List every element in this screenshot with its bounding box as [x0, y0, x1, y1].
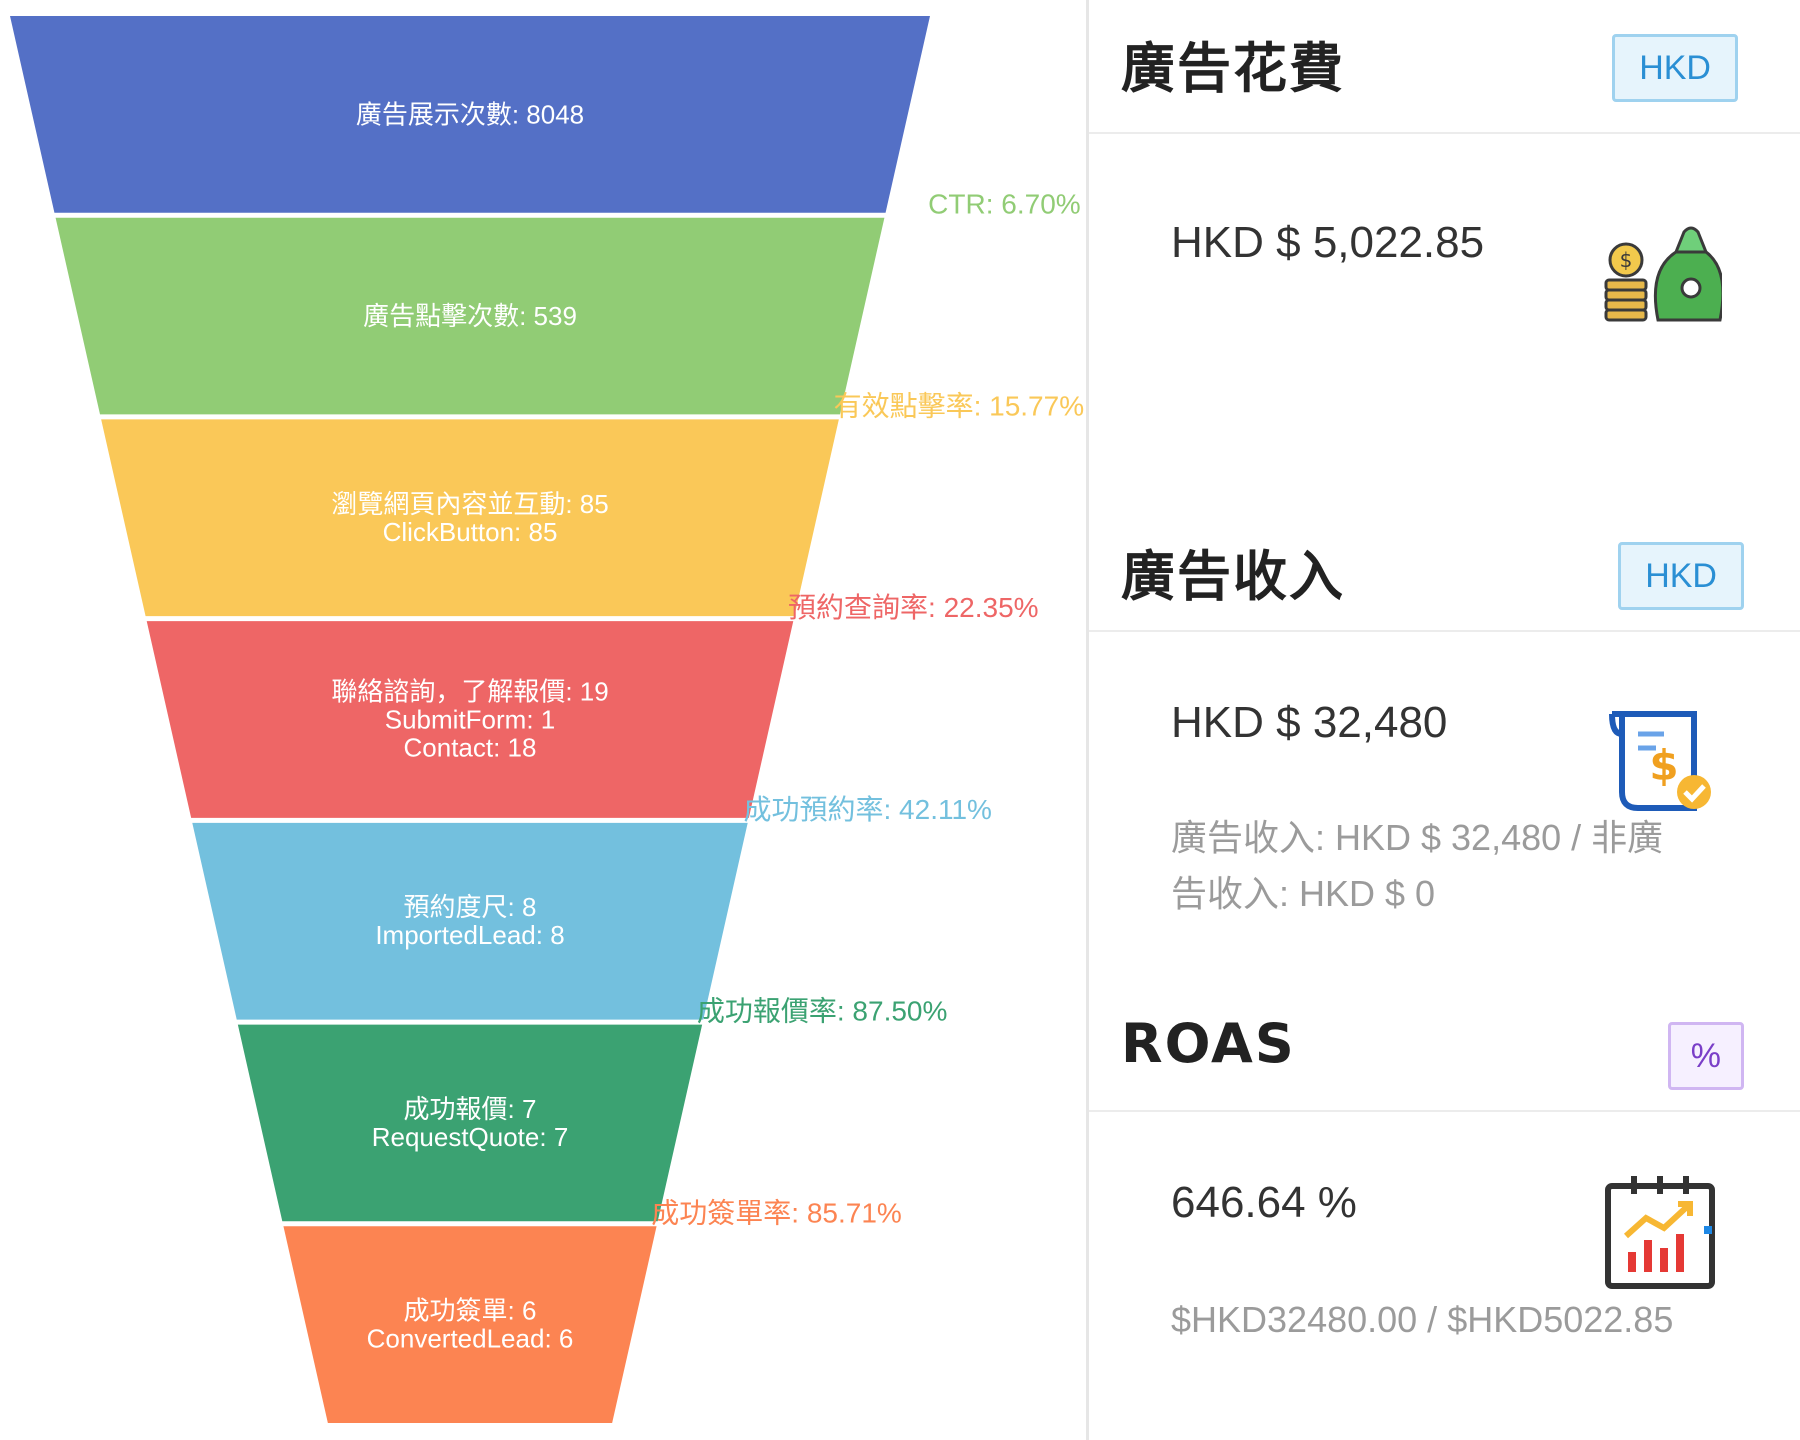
funnel-stage-1-label-1: 廣告展示次數: 8048: [356, 99, 584, 129]
calendar-chart-icon: [1598, 1170, 1722, 1294]
roas-title: ROAS: [1121, 1012, 1296, 1075]
funnel-stage-4-label-2: SubmitForm: 1: [385, 705, 556, 735]
svg-text:$: $: [1649, 741, 1678, 790]
ad-revenue-panel: 廣告收入 HKD HKD $ 32,480 廣告收入: HKD $ 32,480…: [1089, 480, 1800, 960]
ad-spend-header: 廣告花費 HKD: [1089, 0, 1800, 134]
funnel-rate-3: 預約查詢率: 22.35%: [788, 592, 1039, 623]
roas-detail: $HKD32480.00 / $HKD5022.85: [1171, 1299, 1674, 1340]
ad-spend-currency-badge: HKD: [1612, 34, 1738, 102]
funnel-chart: 廣告展示次數: 8048 廣告點擊次數: 539 瀏覽網頁內容並互動: 85Clic…: [10, 16, 1085, 1423]
ad-revenue-header: 廣告收入 HKD: [1089, 510, 1800, 632]
ad-revenue-value: HKD $ 32,480: [1171, 698, 1448, 747]
ad-spend-panel: 廣告花費 HKD HKD $ 5,022.85 $: [1089, 0, 1800, 480]
funnel-rate-2: 有效點擊率: 15.77%: [834, 390, 1085, 421]
ad-revenue-currency-badge: HKD: [1618, 542, 1744, 610]
roas-panel: ROAS % 646.64 % $HKD32480.00 / $HKD5022.…: [1089, 960, 1800, 1440]
funnel-stage-5-label-2: ImportedLead: 8: [375, 920, 564, 950]
funnel-stage-1[interactable]: [10, 16, 930, 213]
money-bag: [1653, 226, 1725, 322]
invoice-dollar-icon: $: [1598, 700, 1722, 824]
funnel-stage-5-label-1: 預約度尺: 8: [404, 892, 537, 922]
funnel-stage-2[interactable]: [55, 217, 885, 415]
panel-divider: [1086, 0, 1089, 1440]
ad-spend-title: 廣告花費: [1121, 37, 1345, 100]
funnel-stage-6-label-1: 成功報價: 7: [404, 1094, 537, 1124]
funnel-rate-6: 成功簽單率: 85.71%: [651, 1197, 902, 1228]
coin-stack: $: [1604, 242, 1648, 322]
funnel-stage-4[interactable]: [146, 621, 794, 818]
funnel-stage-7-label-2: ConvertedLead: 6: [367, 1324, 574, 1354]
svg-text:$: $: [1620, 248, 1633, 272]
funnel-rate-5: 成功報價率: 87.50%: [697, 996, 948, 1027]
funnel-rate-4: 成功預約率: 42.11%: [743, 794, 991, 825]
funnel-stage-3-label-2: ClickButton: 85: [383, 517, 558, 547]
funnel-stage-4-label-3: Contact: 18: [404, 733, 537, 763]
funnel-stage-6-label-2: RequestQuote: 7: [372, 1122, 569, 1152]
funnel-rate-1: CTR: 6.70%: [928, 189, 1081, 220]
ad-revenue-detail: 廣告收入: HKD $ 32,480 / 非廣告收入: HKD $ 0: [1171, 817, 1664, 914]
funnel-stage-2-label-1: 廣告點擊次數: 539: [363, 301, 577, 331]
roas-percent-badge: %: [1667, 1022, 1744, 1090]
funnel-stage-7-label-1: 成功簽單: 6: [404, 1296, 537, 1326]
funnel-stage-4-label-1: 聯絡諮詢，了解報價: 19: [331, 677, 608, 707]
money-bag-icon: $: [1598, 210, 1725, 334]
funnel-stage-3[interactable]: [101, 419, 839, 617]
funnel-stage-7[interactable]: [283, 1226, 657, 1423]
roas-value: 646.64 %: [1171, 1178, 1357, 1227]
roas-header: ROAS %: [1089, 990, 1800, 1112]
funnel-stage-6[interactable]: [237, 1024, 703, 1222]
funnel-stage-3-label-1: 瀏覽網頁內容並互動: 85: [331, 489, 608, 519]
ad-spend-value: HKD $ 5,022.85: [1171, 218, 1485, 267]
funnel-stage-5[interactable]: [192, 822, 748, 1020]
ad-revenue-title: 廣告收入: [1121, 545, 1345, 608]
